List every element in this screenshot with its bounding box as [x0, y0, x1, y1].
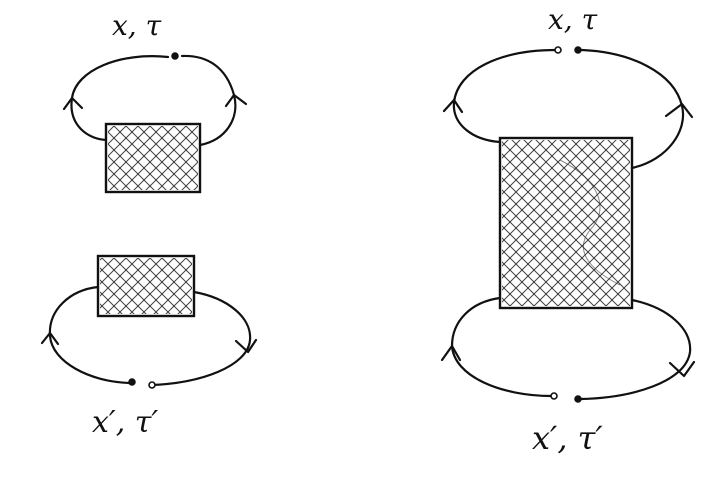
right-bottom-arrow-right [668, 360, 696, 378]
left-upper-arrow-left [62, 96, 84, 111]
right-bottom-vertex-a [550, 392, 558, 400]
right-top-arrow-right [664, 102, 694, 119]
left-bottom-vertex-b [148, 381, 156, 389]
left-bottom-label: x′, τ′ [92, 405, 159, 440]
right-bottom-arrow-left [440, 344, 462, 362]
left-top-label: x, τ [112, 9, 162, 42]
left-lower-loop [48, 285, 252, 387]
left-upper-arrow-right [224, 93, 248, 108]
right-top-loop [452, 48, 685, 170]
left-diagram [40, 52, 258, 389]
right-bottom-label: x′, τ′ [532, 419, 603, 457]
right-top-label: x, τ [548, 3, 598, 36]
right-bottom-loop [450, 296, 692, 401]
right-diagram [440, 46, 696, 403]
right-top-arrow-left [442, 98, 464, 114]
right-bottom-vertex-b [574, 395, 582, 403]
left-lower-arrow-right [234, 338, 258, 354]
right-top-vertex-b [574, 46, 582, 54]
right-top-vertex-a [554, 46, 562, 54]
left-lower-arrow-left [40, 331, 60, 346]
right-box-swirl [559, 159, 621, 286]
left-top-vertex [171, 52, 179, 60]
left-bottom-vertex-a [128, 378, 136, 386]
